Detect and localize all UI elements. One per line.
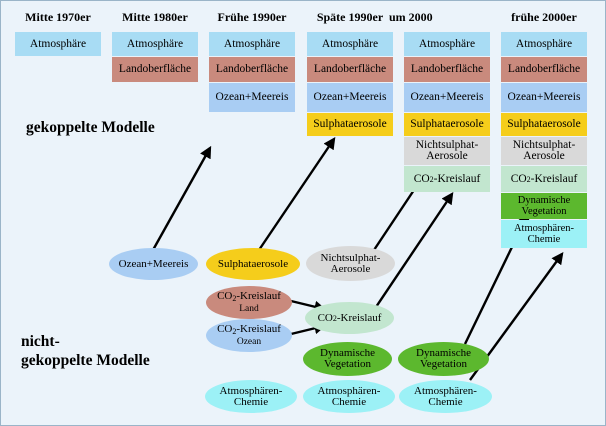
nonsulphate-line1: Nichtsulphat- — [320, 251, 381, 264]
co2-land-title: CO2-Kreislauf — [217, 289, 281, 304]
chemistry-line1: Atmosphären- — [219, 384, 283, 397]
box-atmosphere-2000: Atmosphäre — [404, 32, 490, 56]
box-atmosphere-early-2000s: Atmosphäre — [501, 32, 587, 56]
chemistry-line1: Atmosphären- — [414, 384, 477, 397]
chemistry-line1: Atmosphären- — [513, 223, 575, 234]
co2-prefix: CO — [510, 172, 527, 185]
co2-prefix: CO — [217, 289, 233, 302]
column-header-early-1990s: Frühe 1990er — [217, 10, 287, 24]
co2-ocean-title: CO2-Kreislauf — [217, 322, 281, 337]
box-nonsulphate-early-2000s: Nichtsulphat- Aerosole — [501, 137, 587, 165]
ellipse-chemistry-1: Atmosphären- Chemie — [205, 380, 297, 413]
box-land-2000: Landoberfläche — [404, 57, 490, 82]
box-atmosphere-late-1990s: Atmosphäre — [307, 32, 393, 56]
box-land-early-1990s: Landoberfläche — [209, 57, 295, 82]
ellipse-vegetation-1: Dynamische Vegetation — [303, 342, 392, 376]
co2-ocean-sublabel: Ozean — [236, 336, 262, 347]
nonsulphate-line1: Nichtsulphat- — [512, 139, 576, 151]
arrow-ocean-to-1980s — [151, 145, 212, 251]
vegetation-line2: Vegetation — [521, 206, 567, 217]
label-coupled-models: gekoppelte Modelle — [26, 119, 155, 136]
box-land-1980s: Landoberfläche — [112, 57, 198, 82]
column-header-1980s: Mitte 1980er — [122, 10, 188, 24]
box-atmosphere-1980s: Atmosphäre — [112, 32, 198, 56]
box-atmosphere-1970s: Atmosphäre — [15, 32, 101, 56]
label-uncoupled-models: nicht- gekoppelte Modelle — [21, 332, 150, 370]
co2-suffix: -Kreislauf — [336, 311, 382, 324]
box-land-late-1990s: Landoberfläche — [307, 57, 393, 82]
arrow-sulphate-to-1990s — [258, 137, 336, 251]
chemistry-line2: Chemie — [428, 395, 463, 408]
column-header-late-1990s: Späte 1990er — [316, 10, 384, 24]
co2-prefix: CO — [413, 172, 430, 185]
nonsulphate-line2: Aerosole — [523, 150, 565, 162]
box-atmosphere-early-1990s: Atmosphäre — [209, 32, 295, 56]
co2-subscript: 2 — [332, 313, 337, 323]
vegetation-line1: Dynamische — [320, 347, 375, 359]
vegetation-line2: Vegetation — [419, 358, 468, 370]
box-ocean-2000: Ozean+Meereis — [404, 83, 490, 112]
ellipse-chemistry-2: Atmosphären- Chemie — [303, 380, 395, 413]
co2-suffix: -Kreislauf — [530, 172, 578, 185]
vegetation-line1: Dynamische — [517, 195, 571, 206]
ellipse-ocean-ice: Ozean+Meereis — [109, 248, 198, 280]
box-ocean-early-1990s: Ozean+Meereis — [209, 83, 295, 112]
nonsulphate-line2: Aerosole — [330, 262, 371, 275]
co2-suffix: -Kreislauf — [433, 172, 481, 185]
chemistry-line1: Atmosphären- — [317, 384, 381, 397]
co2-suffix: -Kreislauf — [236, 322, 281, 335]
co2-land-sublabel: Land — [239, 303, 259, 314]
co2-suffix: -Kreislauf — [236, 289, 281, 302]
ellipse-co2-ocean: CO2-Kreislauf Ozean — [206, 319, 292, 352]
chemistry-line2: Chemie — [331, 395, 367, 408]
column-header-early-2000s: frühe 2000er — [511, 10, 577, 24]
ellipse-nonsulphate: Nichtsulphat- Aerosole — [306, 246, 395, 281]
uncoupled-line2: gekoppelte Modelle — [21, 352, 150, 369]
co2-subscript: 2 — [526, 174, 531, 184]
chemistry-line2: Chemie — [233, 395, 269, 408]
box-sulphate-late-1990s: Sulphataerosole — [307, 113, 393, 136]
box-ocean-early-2000s: Ozean+Meereis — [501, 83, 587, 112]
co2-subscript: 2 — [232, 326, 237, 336]
box-sulphate-early-2000s: Sulphataerosole — [501, 113, 587, 136]
co2-prefix: CO — [217, 322, 233, 335]
box-sulphate-2000: Sulphataerosole — [404, 113, 490, 136]
box-land-early-2000s: Landoberfläche — [501, 57, 587, 82]
box-chemistry-early-2000s: Atmosphären- Chemie — [501, 220, 587, 248]
column-header-1970s: Mitte 1970er — [25, 10, 91, 24]
box-vegetation-early-2000s: Dynamische Vegetation — [501, 193, 587, 219]
box-nonsulphate-2000: Nichtsulphat- Aerosole — [404, 137, 490, 165]
nonsulphate-line2: Aerosole — [426, 150, 468, 162]
vegetation-line2: Vegetation — [323, 358, 372, 370]
column-header-2000: um 2000 — [389, 10, 433, 24]
uncoupled-line1: nicht- — [21, 333, 60, 350]
vegetation-line1: Dynamische — [416, 347, 471, 359]
ellipse-vegetation-2: Dynamische Vegetation — [398, 342, 489, 376]
chemistry-line2: Chemie — [527, 234, 561, 245]
nonsulphate-line1: Nichtsulphat- — [415, 139, 479, 151]
arrow-co2-to-2000 — [375, 192, 454, 308]
ellipse-chemistry-3: Atmosphären- Chemie — [399, 380, 492, 413]
ellipse-co2-land: CO2-Kreislauf Land — [206, 286, 292, 319]
co2-subscript: 2 — [232, 293, 237, 303]
box-ocean-late-1990s: Ozean+Meereis — [307, 83, 393, 112]
ellipse-sulphate: Sulphataerosole — [206, 248, 300, 280]
co2-subscript: 2 — [429, 174, 434, 184]
co2-prefix: CO — [317, 311, 333, 324]
